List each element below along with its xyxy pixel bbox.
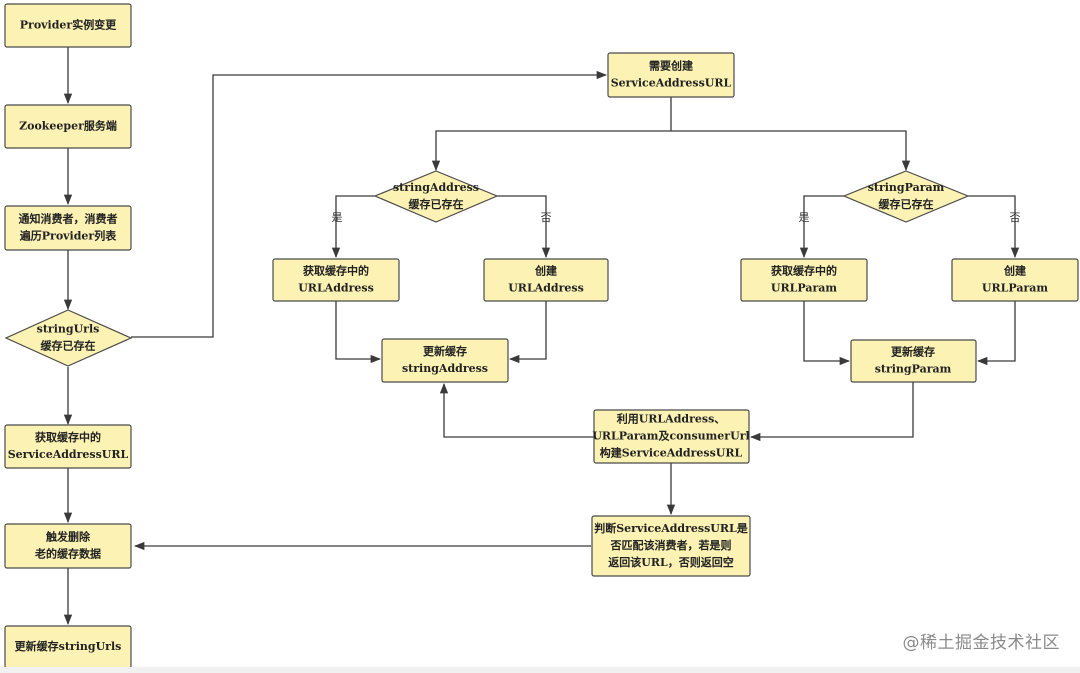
edge-getaddress-to-update [335,301,382,364]
node-label-line: 缓存已存在 [879,197,934,211]
node-update-stringurls: 更新缓存stringUrls [4,625,132,669]
node-label-line: stringUrls [37,323,100,336]
bottom-bar [0,667,1080,673]
edges [63,47,1020,626]
node-label-line: stringParam [875,363,952,376]
label-param-no: 否 [1010,211,1021,224]
decision-stringparam-cached: stringParam 缓存已存在 [842,170,970,223]
edge-build-to-updateaddress [439,382,594,438]
node-label-line: 更新缓存 [423,344,467,358]
node-label-line: ServiceAddressURL [611,77,732,90]
svg-text:利用URLAddress、URLParam及consumer: 利用URLAddress、 URLParam及consumerUrl 构建Servi… [592,412,749,460]
node-label-line: 老的缓存数据 [34,547,101,561]
node-notify-consumer: 通知消费者，消费者遍历Provider列表 [4,205,132,251]
svg-text:触发删除老的缓存数据: 触发删除老的缓存数据 [34,530,101,561]
label-param-yes: 是 [799,211,810,224]
node-get-cached-urladdress: 获取缓存中的 URLAddress [272,258,400,302]
node-build-serviceaddressurl: 利用URLAddress、 URLParam及consumerUrl 构建Servi… [592,409,750,464]
node-label-line: 触发删除 [45,530,91,544]
node-update-stringparam: 更新缓存 stringParam [850,339,977,383]
node-label-line: 创建 [1003,264,1027,278]
node-label-line: 获取缓存中的 [303,264,369,278]
watermark: @稀土掘金技术社区 [902,633,1060,653]
node-label-line: 需要创建 [649,59,694,73]
label-address-yes: 是 [332,211,343,224]
edge-address-yes [331,195,375,259]
node-label-line: 返回该URL，否则返回空 [608,555,733,569]
edge-address-no [497,195,551,259]
node-label-line: stringAddress [393,181,479,194]
node-create-urlparam: 创建 URLParam [951,258,1079,302]
node-label-line: 利用URLAddress、 [617,412,726,426]
node-label-line: URLParam [982,282,1048,295]
node-provider-change: Provider实例变更 [4,3,132,48]
node-label-line: 获取缓存中的 [35,430,101,444]
node-zookeeper-server: Zookeeper服务端 [4,104,132,149]
edge-param-yes [799,195,844,259]
edge-createparam-to-update [976,301,1016,366]
edge-getparam-to-update [803,301,851,366]
svg-text:通知消费者，消费者遍历Provider列表: 通知消费者，消费者遍历Provider列表 [19,212,118,243]
node-label-line: ServiceAddressURL [8,448,129,461]
node-label-line: 构建ServiceAddressURL [600,446,743,460]
node-label-line: 缓存已存在 [409,197,464,211]
node-label-line: Zookeeper服务端 [19,119,117,133]
node-judge-match: 判断ServiceAddressURL是否匹配该消费者，若是则返回该URL，否则… [591,515,751,577]
node-label-line: 否匹配该消费者，若是则 [610,538,732,552]
node-trigger-delete: 触发删除老的缓存数据 [4,523,132,569]
node-label-line: URLParam及consumerUrl [592,430,749,443]
edge-needcreate-to-stringparam [671,130,911,172]
node-label-line: 通知消费者，消费者 [19,212,118,226]
node-label-line: stringParam [868,181,945,194]
edge-param-no [968,195,1020,259]
decision-stringaddress-cached: stringAddress 缓存已存在 [373,170,499,223]
label-address-no: 否 [541,211,552,224]
node-update-stringaddress: 更新缓存 stringAddress [381,338,509,383]
node-label-line: URLAddress [508,282,584,295]
edge-updateparam-to-build [749,382,914,442]
svg-text:Zookeeper服务端: Zookeeper服务端 [19,119,117,133]
node-label-line: URLAddress [298,282,374,295]
node-create-urladdress: 创建 URLAddress [483,258,609,302]
node-label-line: 缓存已存在 [41,339,96,353]
edge-needcreate-to-stringaddress [431,130,671,172]
node-label-line: Provider实例变更 [20,18,117,32]
node-label-line: 创建 [534,264,558,278]
edge-createaddress-to-update [508,301,547,364]
svg-text:Provider实例变更: Provider实例变更 [20,18,117,32]
edge-stringurls-no-to-needcreate [131,70,608,338]
node-label-line: 更新缓存 [891,345,935,359]
node-label-line: stringAddress [402,362,488,375]
node-label-line: 更新缓存stringUrls [15,639,122,653]
node-get-cached-urlparam: 获取缓存中的 URLParam [740,258,868,302]
node-need-create-serviceaddressurl: 需要创建 ServiceAddressURL [607,52,735,98]
node-label-line: 判断ServiceAddressURL是 [594,521,749,535]
node-label-line: 获取缓存中的 [771,264,837,278]
node-get-cached-serviceaddressurl: 获取缓存中的 ServiceAddressURL [4,424,132,469]
node-label-line: 遍历Provider列表 [19,229,117,243]
svg-text:更新缓存stringUrls: 更新缓存stringUrls [15,639,122,653]
node-label-line: URLParam [771,282,837,295]
svg-text:判断ServiceAddressURL是否匹配该消费者，若是: 判断ServiceAddressURL是否匹配该消费者，若是则返回该URL，否则… [594,521,749,569]
decision-stringurls-cached: stringUrls 缓存已存在 [4,309,133,367]
